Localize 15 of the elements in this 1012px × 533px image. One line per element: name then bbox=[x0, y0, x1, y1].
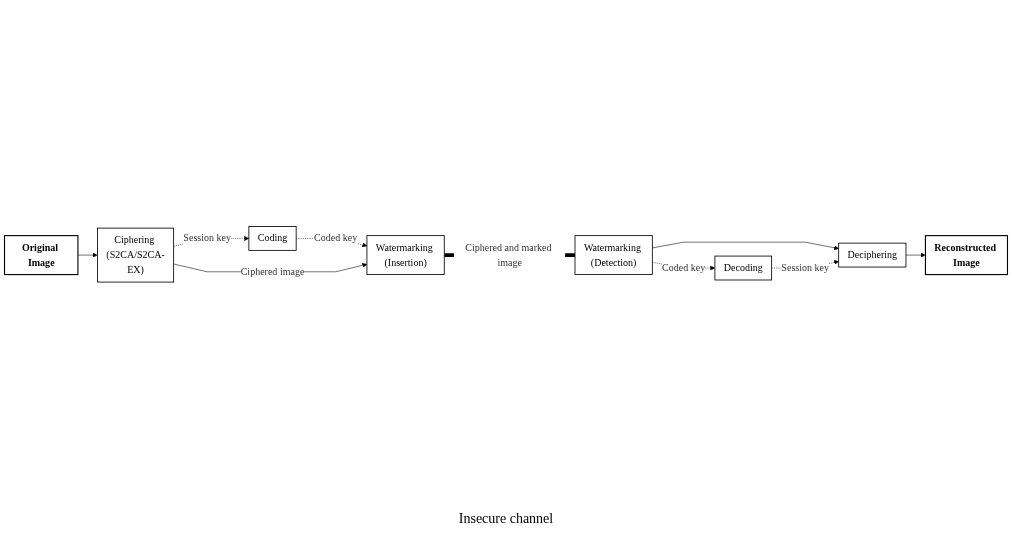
node-box: Watermarking (Detection) bbox=[574, 235, 653, 276]
edge-label: Coded key bbox=[662, 262, 706, 274]
note-text: Insecure channel bbox=[458, 511, 554, 526]
edge-label: Session key bbox=[183, 232, 231, 244]
node-box: Reconstructed Image bbox=[924, 235, 1009, 276]
node-box: Watermarking (Insertion) bbox=[366, 235, 445, 276]
edge-label: Coded key bbox=[314, 232, 358, 244]
edge-label: Session key bbox=[781, 262, 829, 274]
node-box: Coding bbox=[248, 226, 297, 252]
edge-label: Ciphered and marked image bbox=[465, 241, 552, 269]
node-box: Ciphering (S2CA/S2CA-EX) bbox=[97, 227, 175, 283]
node-box: Original Image bbox=[3, 235, 79, 276]
node-box: Deciphering bbox=[838, 242, 907, 268]
node-box: Decoding bbox=[714, 255, 773, 281]
edge-label: Ciphered image bbox=[240, 266, 305, 278]
